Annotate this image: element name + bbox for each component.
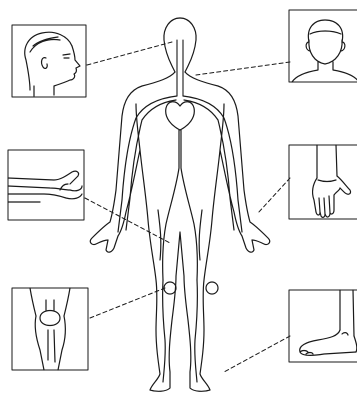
panel-frame [12, 25, 86, 97]
reclining-legs-icon [8, 171, 82, 202]
panel-reclining-legs [8, 150, 84, 220]
panel-frame [289, 145, 357, 219]
knee-left [164, 282, 176, 294]
panel-wrist-hand [289, 145, 357, 219]
artery-path [177, 40, 183, 96]
connector-head-profile [87, 42, 172, 65]
connector-lines [85, 42, 290, 372]
connector-foot [224, 336, 290, 372]
foot-icon [300, 290, 357, 355]
knee-right [206, 282, 218, 294]
panel-frame [12, 288, 88, 370]
heart-icon [166, 102, 195, 130]
wrist-hand-icon [313, 145, 351, 217]
panel-frame [289, 10, 357, 82]
human-figure [90, 18, 269, 391]
panel-face-front [289, 10, 357, 82]
figure-head [164, 18, 180, 72]
head-profile-icon [25, 32, 80, 96]
panel-foot [289, 290, 357, 362]
panel-frame [8, 150, 84, 220]
knee-icon [30, 288, 70, 370]
connector-face-front [196, 62, 290, 75]
panel-head-profile [12, 25, 86, 97]
panel-knee [12, 288, 88, 370]
face-front-icon [292, 20, 357, 82]
figure-body-outline [90, 72, 269, 391]
connector-wrist-hand [258, 178, 290, 213]
connector-knee [90, 288, 165, 318]
